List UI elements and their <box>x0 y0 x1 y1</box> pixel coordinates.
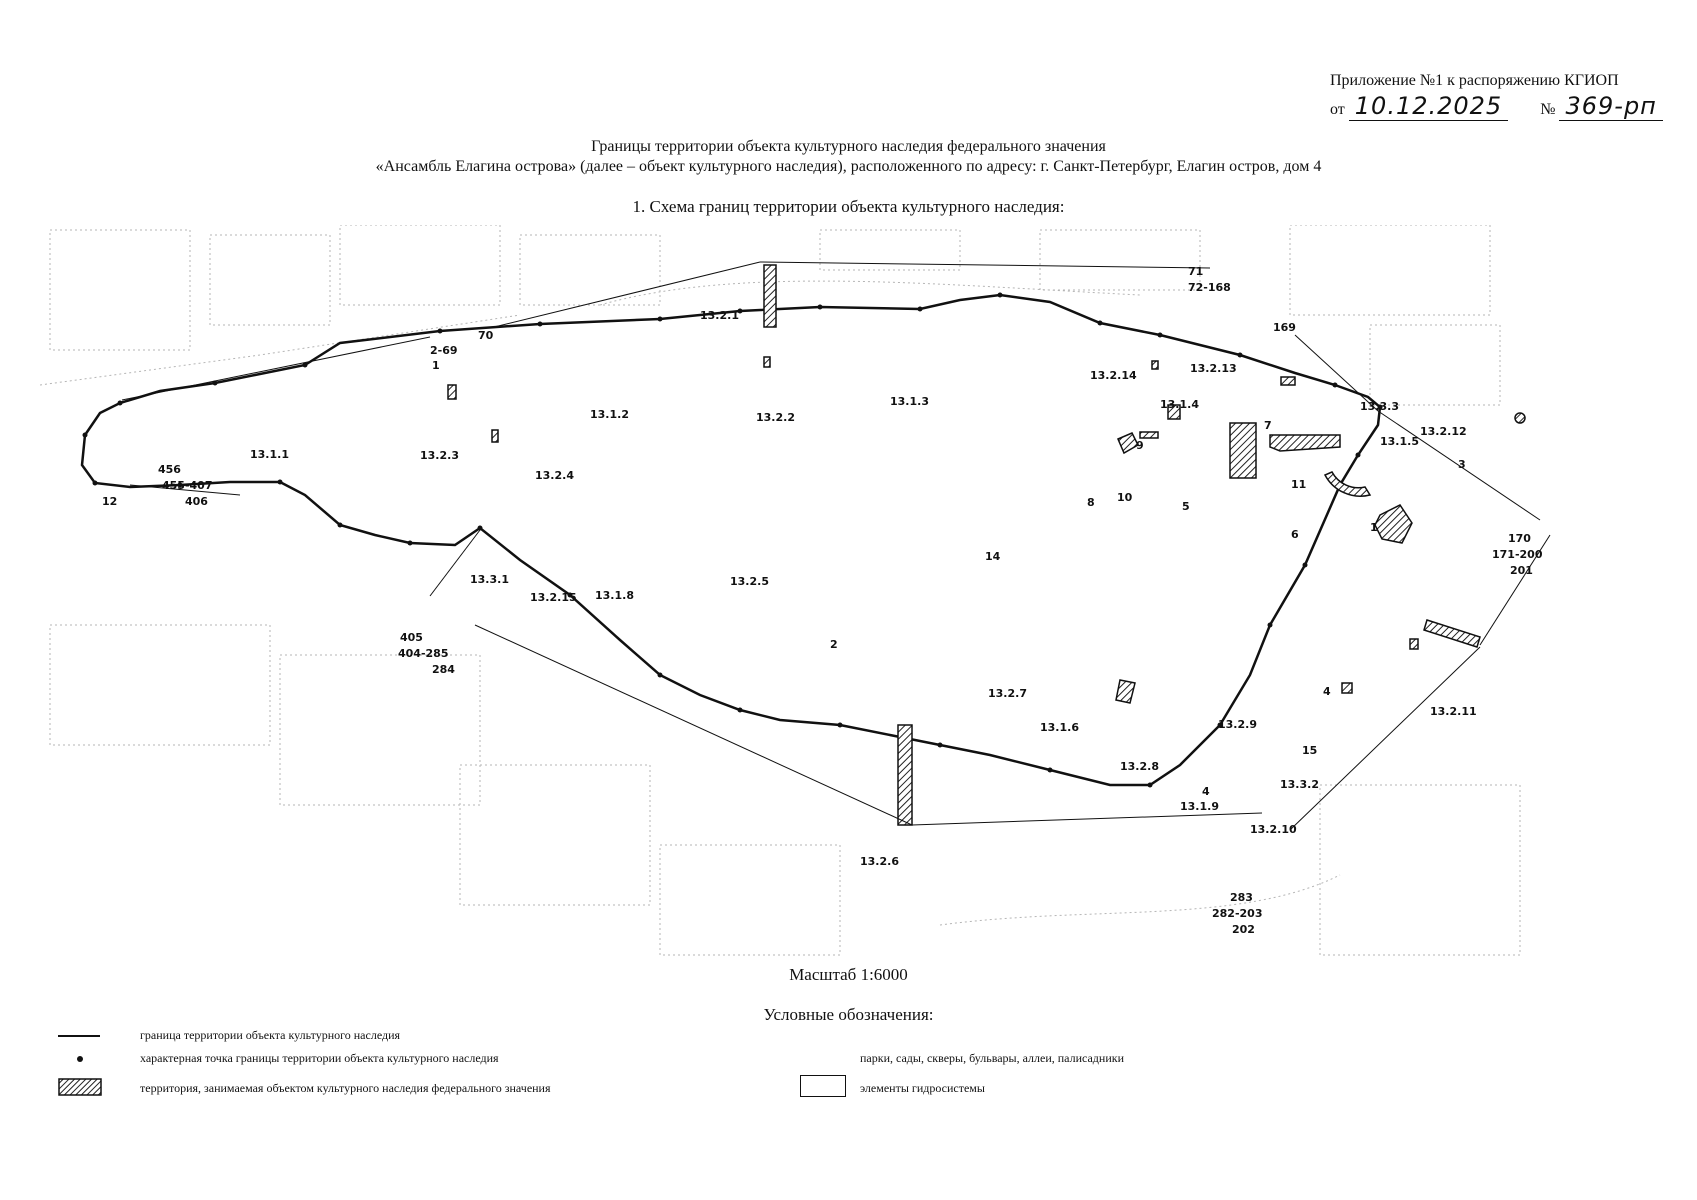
point-label: 170 <box>1508 532 1531 545</box>
heritage-objects-hatched <box>447 264 1526 826</box>
point-label: 171-200 <box>1492 548 1543 561</box>
document-title-line-2: «Ансамбль Елагина острова» (далее – объе… <box>375 158 1322 175</box>
zone-label: 13.2.2 <box>756 411 795 424</box>
zone-label: 13.2.11 <box>1430 705 1477 718</box>
point-label: 1 <box>432 359 440 372</box>
point-label: 404-285 <box>398 647 449 660</box>
boundary-line <box>80 293 1382 787</box>
object-number: 6 <box>1291 528 1299 541</box>
zone-label: 13.2.13 <box>1190 362 1237 375</box>
zone-label: 13.2.3 <box>420 449 459 462</box>
zone-label: 13.1.1 <box>250 448 289 461</box>
object-number: 4 <box>1202 785 1210 798</box>
object-number: 8 <box>1087 496 1095 509</box>
zone-label: 13.2.6 <box>860 855 899 868</box>
zone-label: 13.2.5 <box>730 575 769 588</box>
boundary-points <box>82 292 1383 788</box>
date-prefix: от <box>1330 101 1345 118</box>
legend-hatch-swatch <box>58 1078 102 1096</box>
legend-item-boundary: граница территории объекта культурного н… <box>140 1028 401 1042</box>
zone-label: 13.2.9 <box>1218 718 1257 731</box>
legend-item-parks: парки, сады, скверы, бульвары, аллеи, па… <box>860 1051 1125 1065</box>
object-number: 5 <box>1182 500 1190 513</box>
object-number: 3 <box>1458 458 1466 471</box>
legend-point-swatch <box>77 1056 83 1062</box>
point-label: 201 <box>1510 564 1533 577</box>
object-number: 4 <box>1323 685 1331 698</box>
zone-label: 13.1.3 <box>890 395 929 408</box>
point-label: 282-203 <box>1212 907 1263 920</box>
zone-label: 13.2.7 <box>988 687 1027 700</box>
legend-line-swatch <box>58 1035 100 1037</box>
object-number: 9 <box>1136 439 1144 452</box>
point-label: 455-407 <box>162 479 213 492</box>
handwritten-number: 369-рп <box>1559 92 1663 121</box>
object-number: 10 <box>1117 491 1133 504</box>
point-label: 405 <box>400 631 423 644</box>
site-plan-map: 70 2-69 1 456 455-407 406 12 405 404-285… <box>40 225 1551 956</box>
handwritten-date: 10.12.2025 <box>1348 92 1509 121</box>
label-leader-lines <box>121 261 1551 831</box>
legend-title: Условные обозначения: <box>763 1005 934 1024</box>
zone-label: 13.2.14 <box>1090 369 1137 382</box>
point-label: 2-69 <box>430 344 458 357</box>
zone-label: 13.2.4 <box>535 469 574 482</box>
point-label: 70 <box>478 329 494 342</box>
zone-label: 13.1.4 <box>1160 398 1199 411</box>
zone-label: 13.3.3 <box>1360 400 1399 413</box>
number-prefix: № <box>1540 101 1556 118</box>
point-label: 12 <box>102 495 117 508</box>
legend-item-water: элементы гидросистемы <box>860 1081 985 1095</box>
legend-item-point: характерная точка границы территории объ… <box>140 1051 499 1065</box>
document-title-line-1: Границы территории объекта культурного н… <box>591 138 1106 155</box>
point-label: 284 <box>432 663 455 676</box>
object-number: 11 <box>1291 478 1306 491</box>
object-number: 7 <box>1264 419 1272 432</box>
object-number: 2 <box>830 638 838 651</box>
point-label: 72-168 <box>1188 281 1231 294</box>
zone-label: 13.2.15 <box>530 591 577 604</box>
zone-label: 13.2.10 <box>1250 823 1297 836</box>
section-heading: 1. Схема границ территории объекта культ… <box>632 197 1065 216</box>
zone-label: 13.1.2 <box>590 408 629 421</box>
object-number: 1 <box>1370 521 1378 534</box>
background-city-blocks <box>40 225 1521 956</box>
zone-label: 13.1.8 <box>595 589 634 602</box>
point-label: 202 <box>1232 923 1255 936</box>
map-scale: Масштаб 1:6000 <box>789 965 908 984</box>
date-number-line: от 10.12.2025 № 369-рп <box>1330 92 1663 121</box>
point-label: 406 <box>185 495 208 508</box>
legend-water-swatch <box>800 1075 846 1097</box>
point-label: 169 <box>1273 321 1296 334</box>
zone-label: 13.3.2 <box>1280 778 1319 791</box>
legend-item-territory: территория, занимаемая объектом культурн… <box>140 1081 551 1095</box>
zone-label: 14 <box>985 550 1001 563</box>
point-label: 71 <box>1188 265 1203 278</box>
point-label: 456 <box>158 463 181 476</box>
object-number: 15 <box>1302 744 1317 757</box>
zone-label: 13.2.8 <box>1120 760 1159 773</box>
point-label: 283 <box>1230 891 1253 904</box>
zone-label: 13.2.12 <box>1420 425 1467 438</box>
zone-label: 13.1.9 <box>1180 800 1219 813</box>
zone-label: 13.2.1 <box>700 309 739 322</box>
appendix-note: Приложение №1 к распоряжению КГИОП <box>1330 72 1619 89</box>
zone-label: 13.3.1 <box>470 573 509 586</box>
map-labels: 70 2-69 1 456 455-407 406 12 405 404-285… <box>102 265 1543 936</box>
zone-label: 13.1.6 <box>1040 721 1079 734</box>
zone-label: 13.1.5 <box>1380 435 1419 448</box>
